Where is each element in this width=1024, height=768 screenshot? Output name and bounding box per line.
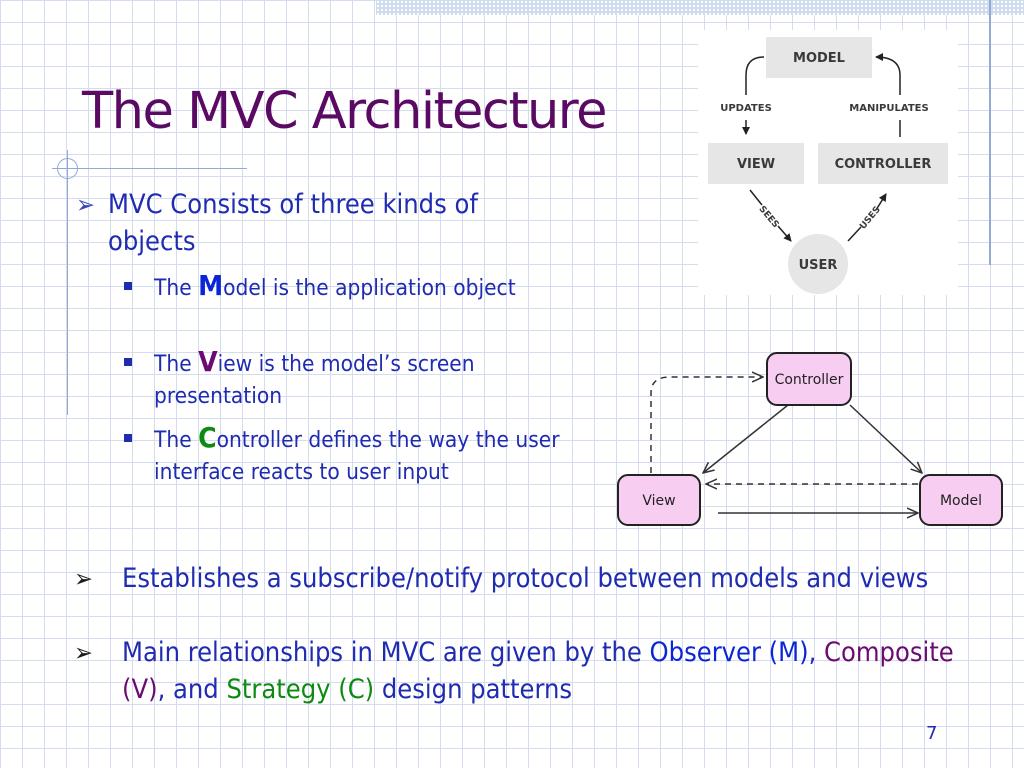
sub-bullet-model: The Model is the application object [124, 270, 564, 304]
sub-bullet-lead: The [154, 427, 199, 453]
sees-arrow-upper [749, 189, 763, 206]
strategy-pattern-text: Strategy (C) [226, 674, 375, 705]
model-initial-letter: M [198, 269, 224, 302]
sees-arrow-lower [777, 225, 792, 242]
sees-label: SEES [757, 204, 781, 230]
sub-bullet-rest: ontroller defines the way the user inter… [154, 427, 560, 485]
observer-pattern-text: Observer (M) [649, 637, 809, 668]
controller-to-model-arrow [849, 404, 922, 473]
bullet-arrow-icon: ➢ [76, 190, 95, 219]
user-circle [788, 234, 848, 294]
composite-pattern-text: Composite (V) [122, 637, 954, 705]
mvc-flow-diagram-svg: MODEL VIEW CONTROLLER USER UPDATES MANIP… [708, 37, 948, 294]
slide-page-number: 7 [926, 723, 938, 744]
view-node-label: View [642, 493, 675, 509]
view-box-label: VIEW [737, 157, 775, 172]
sub-bullet-rest: iew is the model’s screen presentation [154, 351, 475, 409]
controller-to-view-arrow [703, 404, 789, 473]
square-bullet-icon [124, 434, 132, 442]
square-bullet-icon [124, 358, 132, 366]
view-node [617, 474, 701, 526]
bottom-bullet-relationships: ➢ Main relationships in MVC are given by… [74, 634, 974, 708]
controller-initial-letter: C [198, 421, 217, 454]
right-decorative-rule [989, 0, 991, 265]
uses-arrow-upper [875, 193, 887, 211]
model-box-label: MODEL [793, 51, 845, 66]
title-underline-rule [52, 168, 247, 169]
controller-node-label: Controller [775, 372, 844, 388]
sub-bullet-lead: The [154, 275, 199, 301]
controller-node [766, 352, 852, 406]
controller-box-label: CONTROLLER [835, 157, 932, 172]
top-decorative-band [376, 0, 1024, 15]
square-bullet-icon [124, 282, 132, 290]
model-box [766, 37, 872, 78]
updates-label: UPDATES [720, 103, 772, 114]
bullet-arrow-icon: ➢ [74, 638, 93, 667]
slide-title: The MVC Architecture [82, 82, 608, 141]
manipulates-label: MANIPULATES [849, 103, 928, 114]
view-initial-letter: V [198, 345, 218, 378]
sub-bullet-rest: odel is the application object [223, 275, 516, 301]
manipulates-arrow-upper [875, 53, 901, 95]
patterns-end-text: design patterns [374, 674, 573, 705]
model-node-label: Model [940, 493, 982, 509]
bottom-bullet-protocol: ➢ Establishes a subscribe/notify protoco… [74, 560, 974, 597]
corner-circle-ornament [57, 158, 78, 179]
view-to-controller-dashed-arrow [650, 377, 763, 473]
sub-bullet-view: The View is the model’s screen presentat… [124, 346, 564, 412]
bullet-mvc-consists: ➢ MVC Consists of three kinds of objects [76, 186, 556, 260]
and-text: , and [157, 674, 227, 705]
user-circle-label: USER [799, 258, 838, 273]
view-box [708, 143, 804, 184]
uses-arrow-lower [847, 226, 862, 242]
uses-label: USES [858, 205, 883, 232]
model-node [919, 474, 1003, 526]
sub-bullet-controller: The Controller defines the way the user … [124, 422, 564, 488]
updates-arrow-upper [745, 56, 765, 95]
sub-bullet-lead: The [154, 351, 199, 377]
bullet-text: MVC Consists of three kinds of objects [108, 189, 478, 257]
comma-text: , [808, 637, 817, 668]
relationships-lead-text: Main relationships in MVC are given by t… [122, 637, 650, 668]
mvc-triangle-diagram: Controller View Model [617, 352, 1003, 526]
bullet-arrow-icon: ➢ [74, 564, 93, 593]
bottom-bullet-text: Establishes a subscribe/notify protocol … [122, 563, 929, 594]
controller-box [818, 143, 948, 184]
mvc-flow-diagram: MODEL VIEW CONTROLLER USER UPDATES MANIP… [698, 30, 958, 295]
left-decorative-rule [67, 150, 68, 415]
